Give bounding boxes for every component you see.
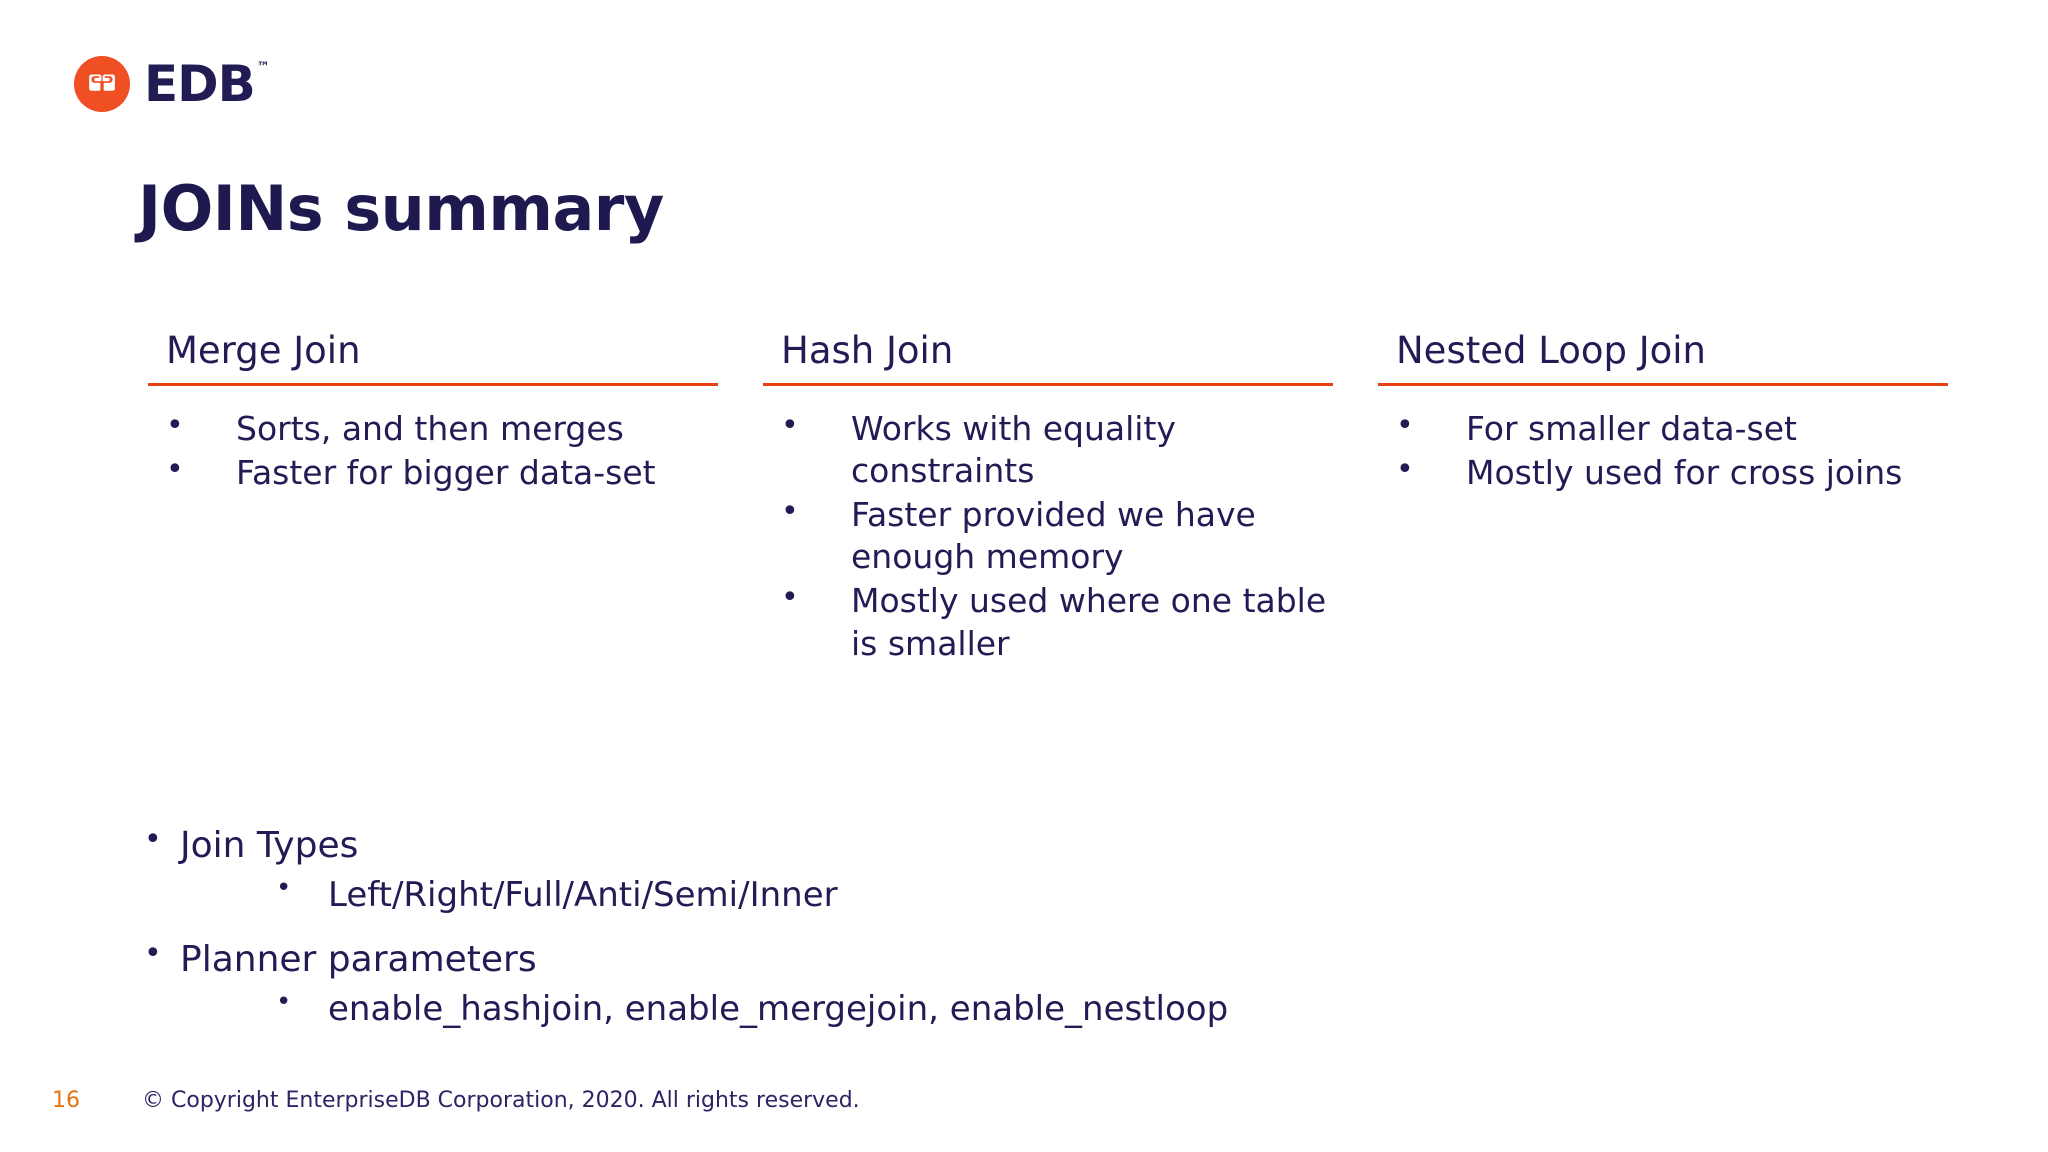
column-heading: Merge Join <box>166 329 361 372</box>
list-item: For smaller data-set <box>1378 407 1948 450</box>
column-heading: Hash Join <box>781 329 954 372</box>
list-item: Mostly used where one table is smaller <box>763 579 1333 664</box>
edb-circle-logo-icon <box>74 56 130 112</box>
edb-wordmark-text: EDB <box>144 55 256 113</box>
column-bullet-list: Sorts, and then merges Faster for bigger… <box>148 407 718 494</box>
join-comparison-columns: Merge Join Sorts, and then merges Faster… <box>148 329 1954 667</box>
slide-footer: 16 © Copyright EnterpriseDB Corporation,… <box>52 1088 860 1113</box>
copyright-notice: © Copyright EnterpriseDB Corporation, 20… <box>142 1088 860 1113</box>
outline-subitem-join-types: Left/Right/Full/Anti/Semi/Inner <box>138 873 1838 916</box>
column-bullet-list: For smaller data-set Mostly used for cro… <box>1378 407 1948 494</box>
list-item: Works with equality constraints <box>763 407 1333 492</box>
trademark-symbol: ™ <box>256 60 270 75</box>
page-title: JOINs summary <box>138 172 664 245</box>
outline-item-join-types: Join Types <box>138 822 1838 867</box>
edb-wordmark: EDB ™ <box>144 55 270 113</box>
list-item: Sorts, and then merges <box>148 407 718 450</box>
column-hash-join: Hash Join Works with equality constraint… <box>763 329 1333 667</box>
outline-subitem-planner-parameters: enable_hashjoin, enable_mergejoin, enabl… <box>138 987 1838 1030</box>
column-bullet-list: Works with equality constraints Faster p… <box>763 407 1333 665</box>
column-nested-loop-join: Nested Loop Join For smaller data-set Mo… <box>1378 329 1948 667</box>
outline-item-planner-parameters: Planner parameters <box>138 936 1838 981</box>
column-heading: Nested Loop Join <box>1396 329 1707 372</box>
list-item: Faster for bigger data-set <box>148 451 718 494</box>
list-item: Mostly used for cross joins <box>1378 451 1948 494</box>
list-item: Faster provided we have enough memory <box>763 493 1333 578</box>
column-underline <box>148 382 718 386</box>
column-underline <box>763 382 1333 386</box>
edb-logo: EDB ™ <box>74 55 270 113</box>
outline-list: Join Types Left/Right/Full/Anti/Semi/Inn… <box>138 822 1838 1052</box>
page-number: 16 <box>52 1088 80 1113</box>
column-merge-join: Merge Join Sorts, and then merges Faster… <box>148 329 718 667</box>
column-underline <box>1378 382 1948 386</box>
